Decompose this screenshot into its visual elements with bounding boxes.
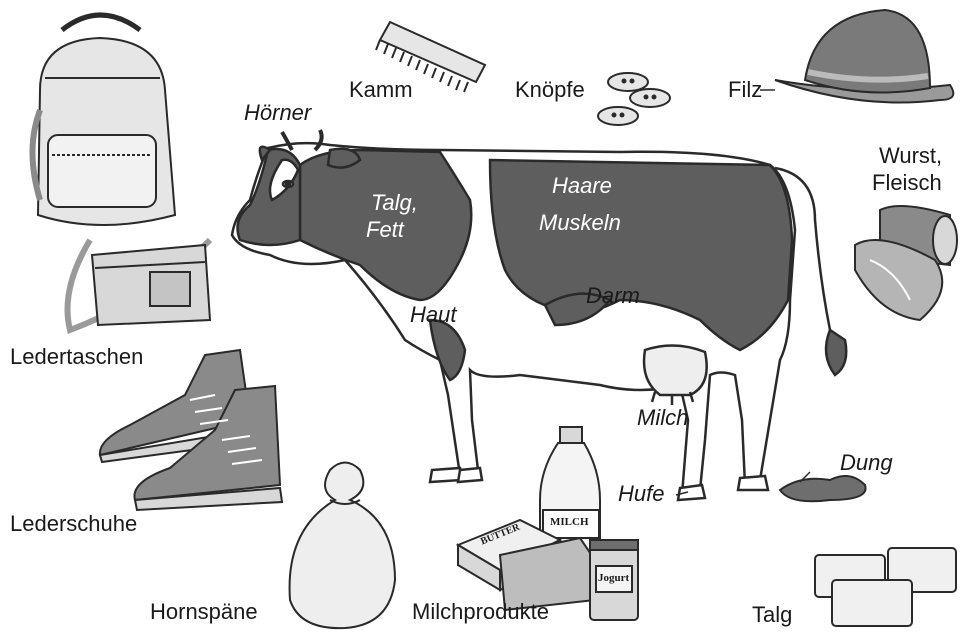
label-knoepfe: Knöpfe (515, 78, 585, 101)
label-lederschuhe: Lederschuhe (10, 512, 137, 535)
label-haare: Haare (552, 174, 612, 197)
label-talg-fett-line1: Talg, (371, 191, 418, 214)
label-talg: Talg (752, 603, 792, 626)
label-dung: Dung (840, 451, 893, 474)
label-ledertaschen: Ledertaschen (10, 345, 143, 368)
milk-bottle-text: MILCH (550, 517, 589, 529)
shoulder-bag-illustration (68, 240, 211, 330)
label-kamm: Kamm (349, 78, 413, 101)
label-muskeln: Muskeln (539, 211, 621, 234)
backpack-illustration (33, 15, 176, 225)
dung-illustration (780, 476, 866, 501)
dairy-products-illustration (458, 427, 638, 620)
label-fleisch: Fleisch (872, 171, 942, 194)
sack-illustration (290, 463, 395, 629)
cow-illustration (232, 130, 846, 500)
label-haut: Haut (410, 303, 456, 326)
label-talg-fett-line2: Fett (366, 218, 404, 241)
boots-illustration (100, 350, 282, 510)
label-hoerner: Hörner (244, 101, 311, 124)
tallow-blocks-illustration (815, 548, 956, 626)
label-darm: Darm (586, 284, 640, 307)
label-hufe: Hufe (618, 482, 664, 505)
label-milch: Milch (637, 406, 688, 429)
yogurt-jar-text: Jogurt (598, 573, 629, 585)
label-milchprodukte: Milchprodukte (412, 600, 549, 623)
label-wurst: Wurst, (879, 144, 942, 167)
label-hornspaene: Hornspäne (150, 600, 258, 623)
felt-hat-illustration (775, 10, 953, 103)
meat-illustration (855, 206, 957, 320)
label-filz: Filz (728, 78, 762, 101)
buttons-illustration (598, 73, 670, 125)
